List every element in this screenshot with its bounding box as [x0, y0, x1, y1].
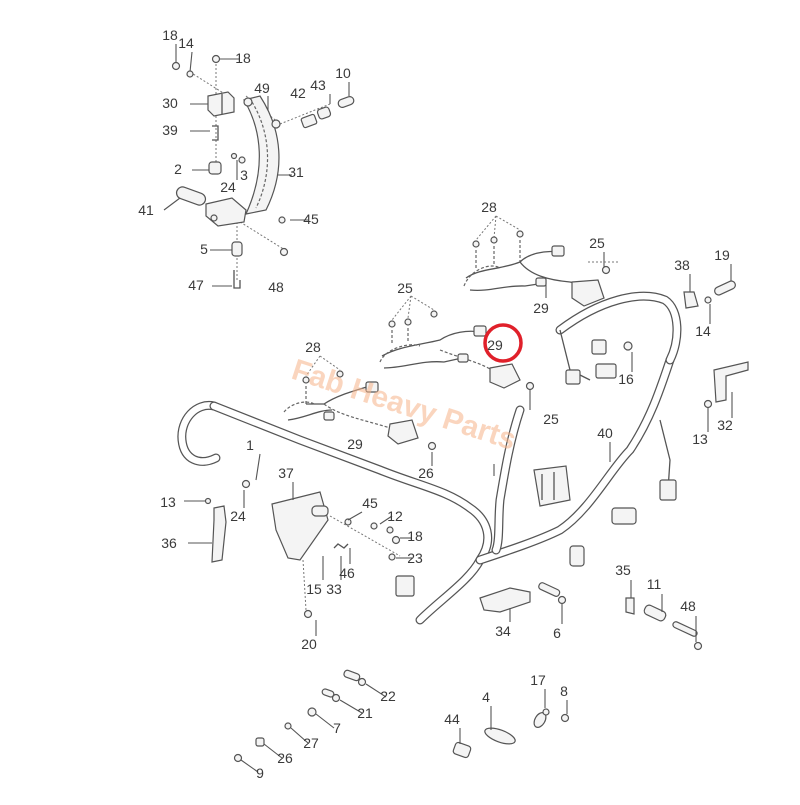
part-label-1: 1 [246, 437, 254, 453]
part-label-40: 40 [597, 425, 613, 441]
part-label-4: 4 [482, 689, 490, 705]
part-label-24: 24 [230, 508, 246, 524]
lower-right-parts [479, 580, 703, 651]
part-label-48: 48 [268, 279, 284, 295]
part-label-29: 29 [347, 436, 363, 452]
part-label-43: 43 [310, 77, 326, 93]
part-label-38: 38 [674, 257, 690, 273]
part-label-22: 22 [380, 688, 396, 704]
part-label-3: 3 [240, 167, 248, 183]
part-label-24: 24 [220, 179, 236, 195]
part-label-35: 35 [615, 562, 631, 578]
part-label-37: 37 [278, 465, 294, 481]
part-label-49: 49 [254, 80, 270, 96]
part-label-25: 25 [589, 235, 605, 251]
part-label-6: 6 [553, 625, 561, 641]
part-label-42: 42 [290, 85, 306, 101]
part-label-45: 45 [303, 211, 319, 227]
part-label-16: 16 [618, 371, 634, 387]
part-label-48: 48 [680, 598, 696, 614]
part-label-27: 27 [303, 735, 319, 751]
bottom-hardware [233, 669, 570, 773]
part-label-13: 13 [160, 494, 176, 510]
part-label-30: 30 [162, 95, 178, 111]
part-label-7: 7 [333, 720, 341, 736]
part-label-28: 28 [305, 339, 321, 355]
pedal-bracket-assembly [163, 44, 355, 289]
middle-injector-harness [379, 295, 535, 410]
part-label-17: 17 [530, 672, 546, 688]
part-label-47: 47 [188, 277, 204, 293]
part-label-39: 39 [162, 122, 178, 138]
part-label-13: 13 [692, 431, 708, 447]
part-label-34: 34 [495, 623, 511, 639]
part-label-5: 5 [200, 241, 208, 257]
part-label-14: 14 [178, 35, 194, 51]
part-label-12: 12 [387, 508, 403, 524]
part-label-26: 26 [418, 465, 434, 481]
part-label-9: 9 [256, 765, 264, 781]
part-label-44: 44 [444, 711, 460, 727]
part-label-46: 46 [339, 565, 355, 581]
part-label-10: 10 [335, 65, 351, 81]
lower-brackets [184, 479, 412, 636]
part-label-29: 29 [533, 300, 549, 316]
part-label-45: 45 [362, 495, 378, 511]
main-wiring-harness [177, 291, 682, 625]
part-label-19: 19 [714, 247, 730, 263]
part-label-36: 36 [161, 535, 177, 551]
part-label-33: 33 [326, 581, 342, 597]
part-label-21: 21 [357, 705, 373, 721]
highlight-circle [483, 323, 523, 363]
part-label-18: 18 [407, 528, 423, 544]
part-label-25: 25 [397, 280, 413, 296]
upper-injector-harness [463, 215, 620, 307]
part-label-18: 18 [162, 27, 178, 43]
part-label-20: 20 [301, 636, 317, 652]
lower-injector-harness [283, 355, 437, 466]
part-label-14: 14 [695, 323, 711, 339]
part-label-29: 29 [487, 337, 503, 353]
part-label-8: 8 [560, 683, 568, 699]
part-label-31: 31 [288, 164, 304, 180]
part-label-11: 11 [647, 576, 662, 592]
part-label-23: 23 [407, 550, 423, 566]
right-side-parts [623, 264, 749, 432]
part-label-2: 2 [174, 161, 182, 177]
part-label-28: 28 [481, 199, 497, 215]
part-label-25: 25 [543, 411, 559, 427]
part-label-18: 18 [235, 50, 251, 66]
part-label-26: 26 [277, 750, 293, 766]
part-label-15: 15 [306, 581, 322, 597]
part-label-32: 32 [717, 417, 733, 433]
part-label-41: 41 [138, 202, 154, 218]
